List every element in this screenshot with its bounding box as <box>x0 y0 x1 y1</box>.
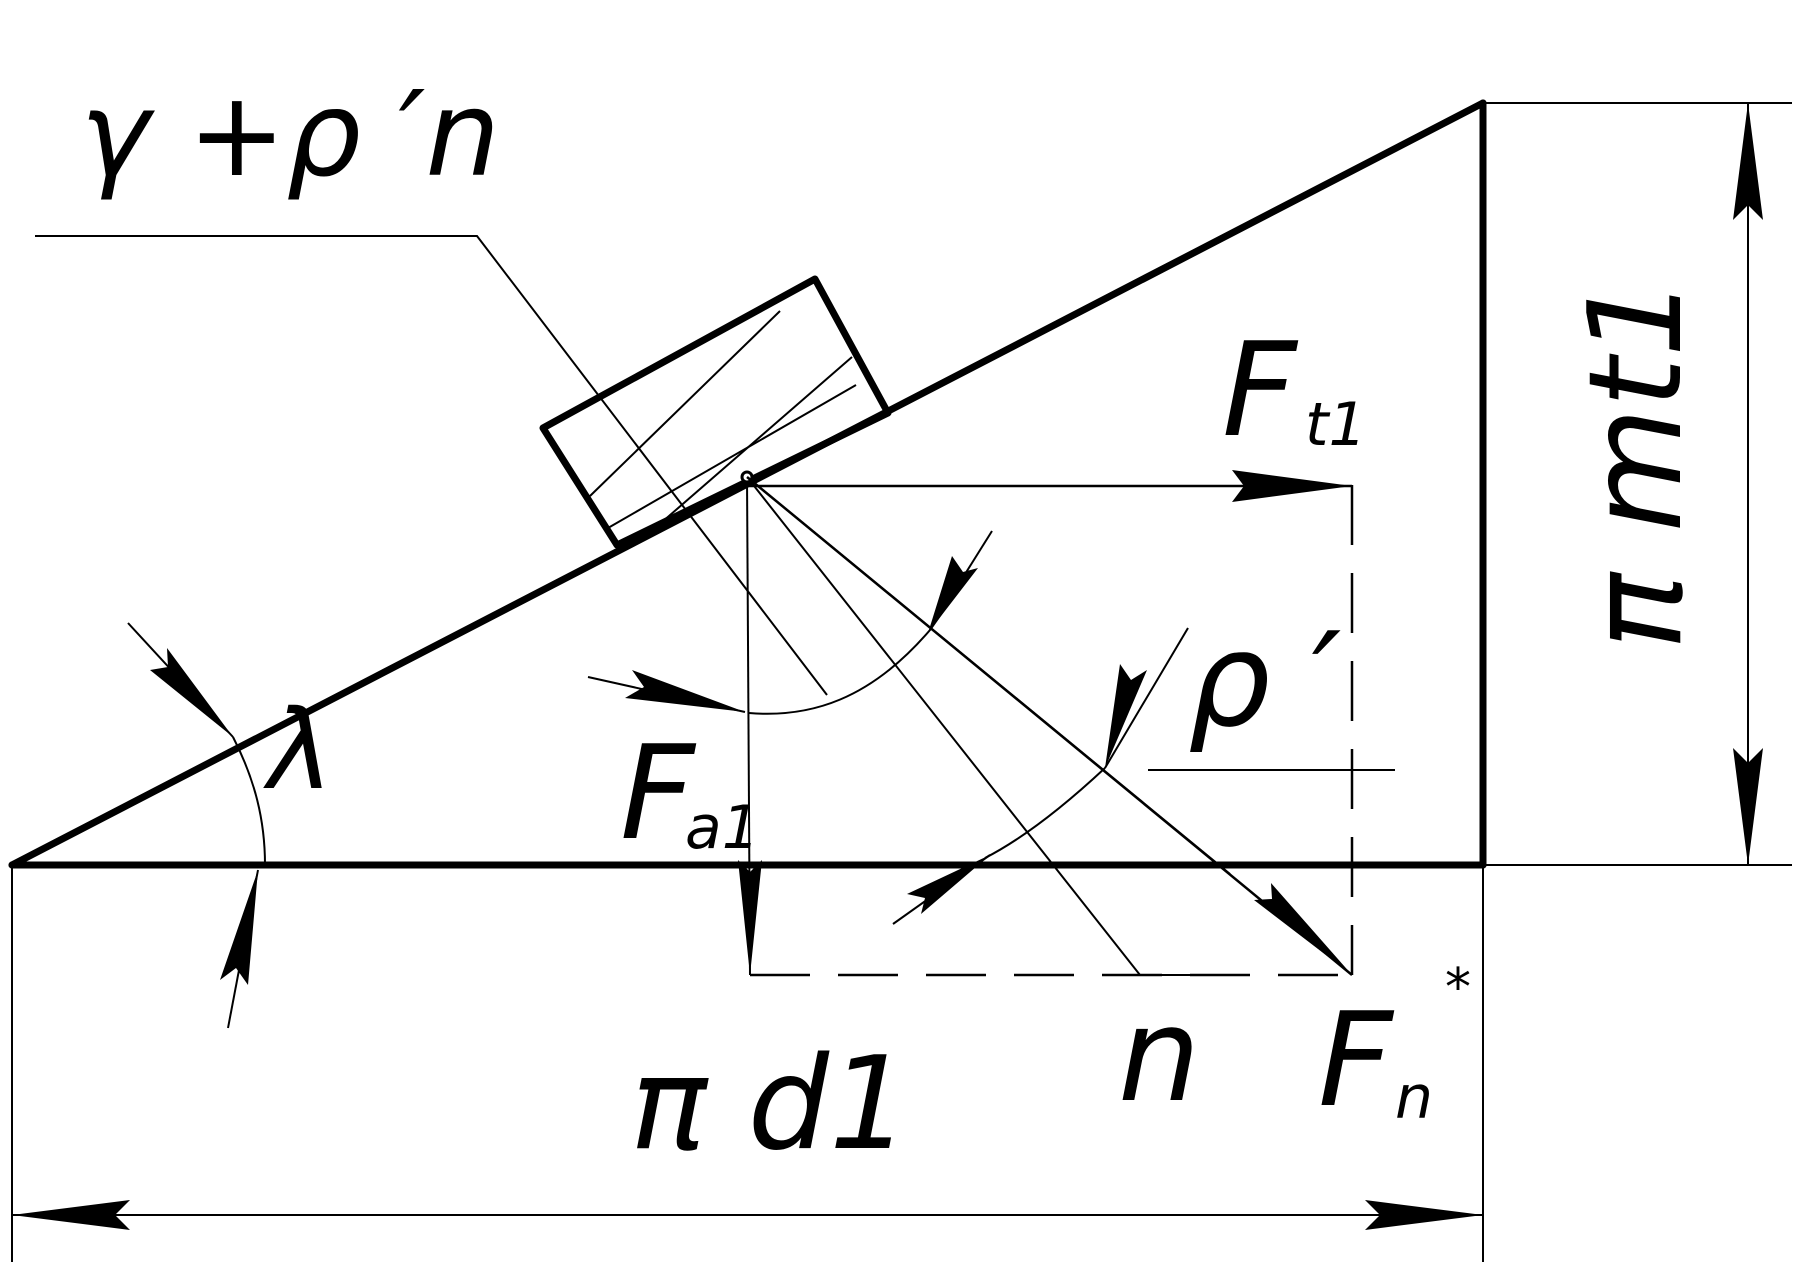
normal-force-superscript: * <box>1445 958 1471 1018</box>
tangential-force-arrow <box>747 470 1352 502</box>
construction-dashed-lines <box>750 485 1354 977</box>
normal-force-subscript: n <box>1395 1063 1433 1133</box>
angle-sum-label: γ +ρ ′n <box>80 65 500 203</box>
block-hatching <box>569 310 857 530</box>
height-dim-arrow-top <box>1733 103 1763 220</box>
normal-line-label: n <box>1118 979 1200 1131</box>
base-dim-arrow-left <box>12 1200 130 1230</box>
normal-force-arrow <box>746 476 1353 976</box>
height-dimension-label: π mt1 <box>1562 276 1711 650</box>
normal-line <box>746 476 1205 976</box>
sliding-block <box>539 275 892 549</box>
angle-arc-gamma-rho <box>587 530 993 715</box>
height-dim-arrow-bottom <box>1733 748 1763 865</box>
height-dimension <box>1483 102 1792 866</box>
tangential-force-subscript: t1 <box>1305 390 1367 460</box>
base-dim-arrow-right <box>1365 1200 1483 1230</box>
normal-force-label: F <box>1318 984 1395 1136</box>
angle-leader-line <box>35 235 828 696</box>
tangential-force-label: F <box>1222 314 1299 466</box>
axial-force-arrow <box>738 860 762 975</box>
angle-arc-rho <box>892 627 1189 925</box>
base-dimension <box>11 865 1484 1262</box>
axial-force-label: F <box>620 717 697 869</box>
friction-angle-label: ρ ′ <box>1188 604 1341 756</box>
angle-arc-lambda <box>127 622 266 1029</box>
lead-angle-label: λ <box>263 686 333 814</box>
axial-force-subscript: a1 <box>685 793 760 863</box>
base-dimension-label: π d1 <box>630 1030 910 1179</box>
